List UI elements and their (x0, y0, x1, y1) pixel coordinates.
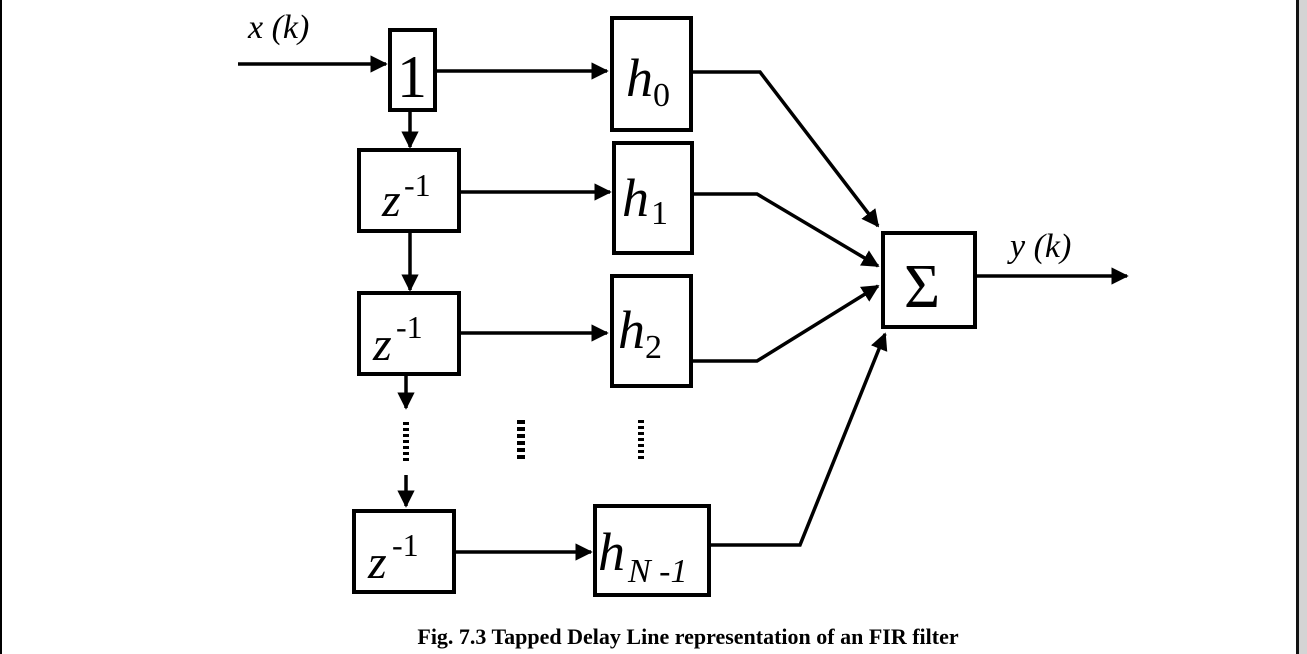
coefficient-block-0: h 0 (610, 16, 693, 132)
delay-block-2-exp: -1 (396, 309, 423, 345)
page-right-border (1296, 0, 1299, 654)
coefficient-n-base: h (598, 522, 625, 582)
viewer-gutter (1299, 0, 1307, 654)
delay-block-3-exp: -1 (392, 527, 419, 563)
output-label: y (k) (1007, 228, 1071, 265)
coefficient-2-sub: 2 (645, 329, 662, 366)
coefficient-1-sub: 1 (651, 195, 668, 232)
coefficient-2-base: h (618, 300, 645, 360)
delay-block-1-base: z (381, 174, 401, 227)
delay-block-3: z -1 (352, 509, 456, 594)
coefficient-0-base: h (626, 48, 653, 108)
delay-block-2-base: z (372, 318, 392, 371)
delay-block-1: z -1 (357, 148, 461, 233)
page-left-border (0, 0, 2, 654)
delay-block-3-base: z (367, 536, 387, 589)
sum-input-n (709, 332, 888, 547)
sum-input-0 (691, 70, 880, 228)
coefficient-1-base: h (622, 168, 649, 228)
unit-block-label: 1 (397, 44, 427, 110)
coefficient-0-sub: 0 (653, 77, 670, 114)
delay-block-2: z -1 (357, 291, 461, 376)
figure-caption: Fig. 7.3 Tapped Delay Line representatio… (417, 624, 959, 649)
summer-symbol: Σ (904, 253, 940, 321)
sum-input-1 (692, 192, 880, 268)
coefficient-n-sub: N -1 (627, 553, 688, 590)
input-label-text: x (k) (247, 9, 309, 46)
summer-block: Σ (881, 231, 977, 329)
coefficient-block-1: h 1 (612, 141, 694, 255)
sum-input-2 (691, 284, 880, 363)
delay-block-1-exp: -1 (404, 167, 431, 203)
coefficient-block-n: h N -1 (593, 504, 711, 597)
coefficient-block-2: h 2 (610, 274, 693, 388)
